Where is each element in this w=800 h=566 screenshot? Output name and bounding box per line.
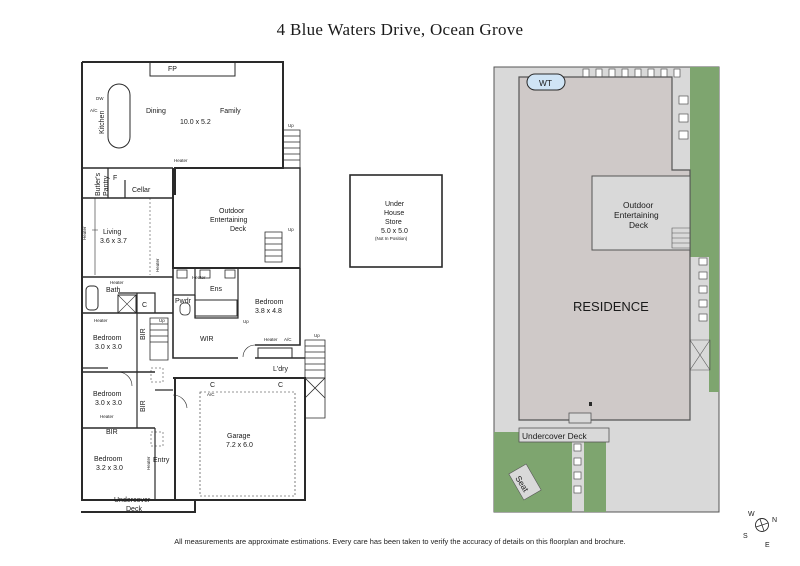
compass: W N S E — [743, 511, 777, 549]
heater-label-6: Heater — [192, 275, 206, 280]
compass-ring — [755, 518, 769, 532]
heater-label-9: Heater — [146, 456, 151, 470]
site-plan: WT Outdoor Entertaining Deck RESIDENCE U… — [493, 66, 720, 513]
outdoor-deck-label-2: Entertaining — [210, 217, 247, 224]
heater-label-4: Heater — [110, 280, 124, 285]
residence-label: RESIDENCE — [573, 299, 649, 314]
stairs-up-label-2: Up — [288, 227, 294, 232]
living-label: Living — [103, 229, 121, 236]
store-label-2: House — [384, 210, 404, 217]
compass-south: S — [743, 533, 748, 540]
dining-label: Dining — [146, 108, 166, 115]
ac-label: A/C — [90, 108, 98, 113]
garage-dimensions: 7.2 x 6.0 — [226, 442, 253, 449]
grass-area-south — [584, 432, 606, 512]
bedroom-4-label: Bedroom — [94, 456, 123, 463]
cupboard-label-2: C — [210, 382, 215, 389]
disclaimer-footer: All measurements are approximate estimat… — [174, 537, 626, 546]
bath-label: Bath — [106, 287, 121, 294]
stairs-up-label-1: Up — [288, 123, 294, 128]
bedroom-2-dimensions: 3.0 x 3.0 — [95, 344, 122, 351]
heater-label-7: Heater — [264, 337, 278, 342]
heater-label-3: Heater — [155, 258, 160, 272]
cupboard-label-1: C — [142, 302, 147, 309]
ac-label-2: A/C — [284, 337, 292, 342]
fridge-label: F — [113, 175, 117, 182]
undercover-deck-label-1: Undercover — [114, 497, 151, 504]
bedroom-4-dimensions: 3.2 x 3.0 — [96, 465, 123, 472]
living-dimensions: 3.6 x 3.7 — [100, 238, 127, 245]
store-label-1: Under — [385, 201, 405, 208]
bir-label-3: BIR — [106, 429, 118, 436]
grass-area-southwest — [494, 432, 572, 512]
butlers-pantry-label-1: Butler's — [95, 172, 102, 196]
stairs-up-label-5: Up — [159, 318, 165, 323]
wir-label: WIR — [200, 336, 214, 343]
heater-label-1: Heater — [174, 158, 188, 163]
bedroom-1-dimensions: 3.8 x 4.8 — [255, 308, 282, 315]
outdoor-deck-site — [591, 175, 691, 251]
butlers-pantry-label-2: Pantry — [103, 175, 110, 196]
family-label: Family — [220, 108, 241, 115]
bir-label-1: BIR — [140, 328, 147, 340]
site-outdoor-label-1: Outdoor — [623, 200, 653, 210]
bedroom-3-dimensions: 3.0 x 3.0 — [95, 400, 122, 407]
bedroom-1-label: Bedroom — [255, 299, 284, 306]
stairs-up-label-3: Up — [243, 319, 249, 324]
compass-west: W — [748, 511, 755, 518]
heater-label-5: Heater — [94, 318, 108, 323]
laundry-label: L'dry — [273, 366, 288, 373]
grass-strip-east — [709, 67, 719, 392]
undercover-deck-label-2: Deck — [126, 506, 142, 513]
water-tank-label: WT — [539, 78, 552, 88]
heater-label-2: Heater — [82, 226, 87, 240]
site-outdoor-label-3: Deck — [629, 220, 649, 230]
site-outdoor-label-2: Entertaining — [614, 210, 659, 220]
plan-title: 4 Blue Waters Drive, Ocean Grove — [276, 20, 524, 39]
dishwasher-label: DW — [96, 96, 104, 101]
store-dimensions: 5.0 x 5.0 — [381, 228, 408, 235]
store-label-3: Store — [385, 219, 402, 226]
store-note: (Not In Position) — [375, 236, 408, 241]
cupboard-label-3: C — [278, 382, 283, 389]
family-dimensions: 10.0 x 5.2 — [180, 119, 211, 126]
powder-room-label: Pwdr — [175, 298, 192, 305]
fireplace-label: FP — [168, 66, 177, 73]
water-tank — [526, 73, 566, 91]
entry-label: Entry — [153, 457, 170, 464]
under-house-store: Under House Store 5.0 x 5.0 (Not In Posi… — [349, 174, 443, 268]
ac-label-3: A/C — [207, 392, 215, 397]
stairs-up-label-4: Up — [314, 333, 320, 338]
house-floorplan — [81, 61, 326, 513]
cellar-label: Cellar — [132, 187, 151, 194]
bedroom-2-label: Bedroom — [93, 335, 122, 342]
bedroom-3-label: Bedroom — [93, 391, 122, 398]
outdoor-deck-label-1: Outdoor — [219, 208, 245, 215]
ensuite-label: Ens — [210, 286, 223, 293]
outdoor-deck-label-3: Deck — [230, 226, 246, 233]
floorplan-labels: FP Dining Family 10.0 x 5.2 Kitchen DW A… — [82, 66, 320, 513]
garage-label: Garage — [227, 433, 250, 440]
bir-label-2: BIR — [140, 400, 147, 412]
compass-north: N — [772, 517, 777, 524]
heater-label-8: Heater — [100, 414, 114, 419]
kitchen-label: Kitchen — [99, 111, 106, 134]
site-undercover-deck-label: Undercover Deck — [522, 431, 588, 441]
compass-east: E — [765, 542, 770, 549]
grass-strip-east-inner — [690, 67, 709, 257]
